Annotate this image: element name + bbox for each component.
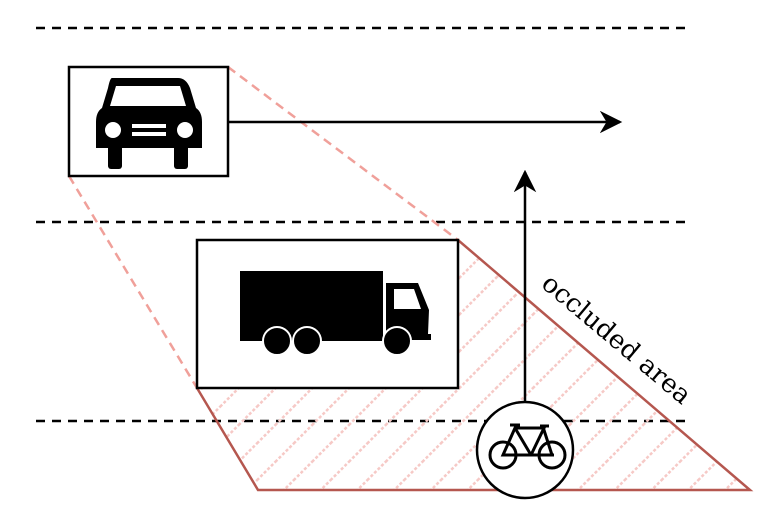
truck-icon [240,271,431,356]
sight-line-upper [227,66,459,241]
sight-lines [67,66,459,389]
car-icon [96,78,202,169]
sight-line-lower [67,175,199,389]
bicycle-icon [488,423,567,470]
